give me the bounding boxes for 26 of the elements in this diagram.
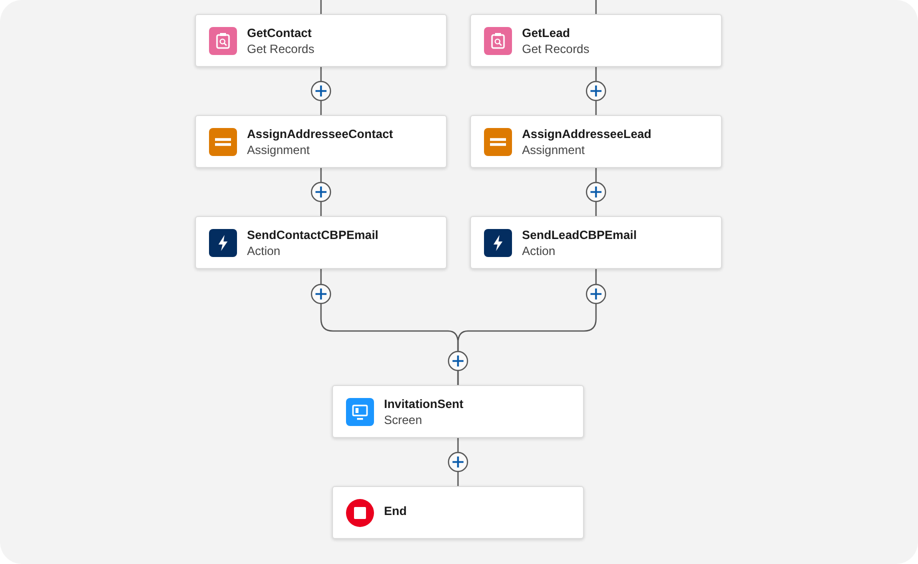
element-type: Action	[522, 244, 556, 258]
element-type: Get Records	[247, 42, 314, 56]
element-name: InvitationSent	[384, 397, 464, 411]
flow-element-card	[332, 486, 584, 539]
element-type: Action	[247, 244, 280, 258]
element-name: SendLeadCBPEmail	[522, 228, 637, 242]
flow-element-card	[470, 115, 722, 168]
flow-element-card	[195, 216, 447, 269]
element-name: AssignAddresseeContact	[247, 127, 394, 141]
element-type: Get Records	[522, 42, 590, 56]
element-type: Assignment	[247, 143, 310, 157]
connector-line	[320, 0, 322, 14]
connector-line	[595, 0, 597, 14]
flow-element-card	[195, 115, 447, 168]
flow-element-card	[195, 14, 447, 67]
element-type: Assignment	[522, 143, 585, 157]
element-name: AssignAddresseeLead	[522, 127, 652, 141]
connector-line	[457, 269, 597, 385]
flow-element-card	[332, 385, 584, 438]
flow-element-card	[470, 216, 722, 269]
element-name: GetContact	[247, 26, 312, 40]
element-name: GetLead	[522, 26, 570, 40]
element-name: End	[384, 504, 407, 518]
element-type: Screen	[384, 413, 422, 427]
flow-element-card	[470, 14, 722, 67]
element-name: SendContactCBPEmail	[247, 228, 378, 242]
